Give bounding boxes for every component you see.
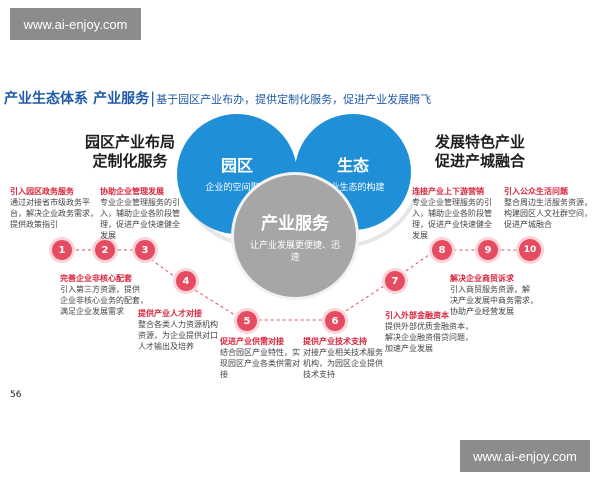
label-5-desc-3: 接 [220,370,228,379]
label-2-desc-1: 专业企业管理服务的引 [100,198,180,207]
label-3-desc-2: 企业非核心业务的配套， [60,296,148,305]
label-5: 促进产业供需对接 结合园区产业特性，实 现园区产业各类供需对 接 [220,336,300,380]
label-4: 提供产业人才对接 整合各类人力资源机构 资源，为企业提供对口 人才输出及培养 [138,308,228,352]
right-title-line-2: 促进产城融合 [434,152,525,170]
label-1-desc-1: 通过对接省市级政务平 [10,198,90,207]
label-3-desc-3: 满足企业发展需求 [60,307,124,316]
node-9: 9 [478,240,498,260]
label-6-desc-2: 机构，为园区企业提供 [303,359,383,368]
header-subtitle: 基于园区产业布办，提供定制化服务，促进产业发展腾飞 [156,93,432,106]
page-header: 产业生态体系 产业服务|基于园区产业布办，提供定制化服务，促进产业发展腾飞 [4,88,431,108]
left-title-line-1: 园区产业布局 [84,133,175,151]
node-10: 10 [519,239,541,261]
label-6-desc-1: 对接产业相关技术服务 [303,348,383,357]
watermark-bottom: www.ai-enjoy.com [460,440,590,472]
label-8-desc-1: 专业企业管理服务的引 [412,198,492,207]
bubble-eco-sub: 产业生态的构建 [321,183,385,193]
bubble-park-sub: 企业的空间聚集 [205,183,269,193]
label-6-desc-3: 技术支持 [303,370,335,379]
label-8: 连接产业上下游营销 专业企业管理服务的引 入，辅助企业各阶段管 理，促进产业快速… [412,186,502,241]
label-8-title: 连接产业上下游营销 [412,187,484,196]
label-9-desc-2: 构建园区人文社群空间， [504,209,592,218]
node-connector [52,249,528,321]
label-8-desc-3: 理，促进产业快速健全 [412,220,492,229]
left-section-title: 园区产业布局 定制化服务 [70,133,190,171]
bubble-service: 产业服务 让产业发展更便捷、迅速 [234,175,356,297]
bubble-eco-title: 生态 [336,156,369,175]
node-6: 6 [325,311,345,331]
right-section-title: 发展特色产业 促进产城融合 [420,133,540,171]
label-4-desc-3: 人才输出及培养 [138,342,194,351]
label-2-title: 协助企业管理发展 [100,187,164,196]
node-2: 2 [95,240,115,260]
label-7-title: 引入外部金融资本 [385,311,449,320]
label-6: 提供产业技术支持 对接产业相关技术服务 机构，为园区企业提供 技术支持 [303,336,393,380]
label-5-desc-2: 现园区产业各类供需对 [220,359,300,368]
page-number: 56 [10,390,22,400]
label-6-title: 提供产业技术支持 [303,337,367,346]
label-4-desc-2: 资源，为企业提供对口 [138,331,218,340]
label-10: 解决企业商贸诉求 引入商贸服务资源，解 决产业发展中商务需求， 协助产业经营发展 [450,273,545,317]
label-3-desc-1: 引入第三方资源，提供 [60,285,140,294]
label-3-title: 完善企业非核心配套 [60,274,132,283]
label-9-desc-1: 整合周边生活服务资源， [504,198,592,207]
watermark-top: www.ai-enjoy.com [10,8,141,40]
label-2-desc-2: 入，辅助企业各阶段管 [100,209,180,218]
label-7-desc-1: 提供外部优质金融资本， [385,322,473,331]
bubble-service-sub: 让产业发展更便捷、迅速 [249,241,340,263]
label-2-desc-3: 理，促进产业快速健全 [100,220,180,229]
label-7-desc-2: 解决企业融资借贷问题， [385,333,473,342]
label-5-title: 促进产业供需对接 [220,337,284,346]
label-8-desc-4: 发展 [412,231,428,240]
label-9-desc-3: 促进产城融合 [504,220,552,229]
node-3: 3 [135,240,155,260]
label-1-desc-3: 提供政策指引 [10,220,58,229]
header-title-b: 产业服务 [93,91,150,107]
label-9: 引入公众生活问题 整合周边生活服务资源， 构建园区人文社群空间， 促进产城融合 [504,186,599,230]
bubble-park-title: 园区 [220,156,253,175]
label-10-desc-1: 引入商贸服务资源，解 [450,285,530,294]
label-4-desc-1: 整合各类人力资源机构 [138,320,218,329]
label-1-desc-2: 台，解决企业政务需求， [10,209,98,218]
label-8-desc-2: 入，辅助企业各阶段管 [412,209,492,218]
header-title-a: 产业生态体系 [4,91,88,107]
node-5: 5 [237,311,257,331]
header-divider: | [150,89,156,107]
label-9-title: 引入公众生活问题 [504,187,568,196]
bubble-service-title: 产业服务 [261,214,329,234]
label-7-desc-3: 加速产业发展 [385,344,433,353]
left-title-line-2: 定制化服务 [92,152,168,170]
label-10-desc-2: 决产业发展中商务需求， [450,296,538,305]
label-1-title: 引入园区政务服务 [10,187,74,196]
node-7: 7 [385,271,405,291]
label-1: 引入园区政务服务 通过对接省市级政务平 台，解决企业政务需求， 提供政策指引 [10,186,100,230]
label-4-title: 提供产业人才对接 [138,309,202,318]
label-3: 完善企业非核心配套 引入第三方资源，提供 企业非核心业务的配套， 满足企业发展需… [60,273,160,317]
node-1: 1 [52,240,72,260]
label-10-title: 解决企业商贸诉求 [450,274,514,283]
label-5-desc-1: 结合园区产业特性，实 [220,348,300,357]
label-7: 引入外部金融资本 提供外部优质金融资本， 解决企业融资借贷问题， 加速产业发展 [385,310,485,354]
label-2: 协助企业管理发展 专业企业管理服务的引 入，辅助企业各阶段管 理，促进产业快速健… [100,186,190,241]
label-10-desc-3: 协助产业经营发展 [450,307,514,316]
node-4: 4 [176,271,196,291]
node-8: 8 [432,240,452,260]
right-title-line-1: 发展特色产业 [434,133,525,151]
label-2-desc-4: 发展 [100,231,116,240]
